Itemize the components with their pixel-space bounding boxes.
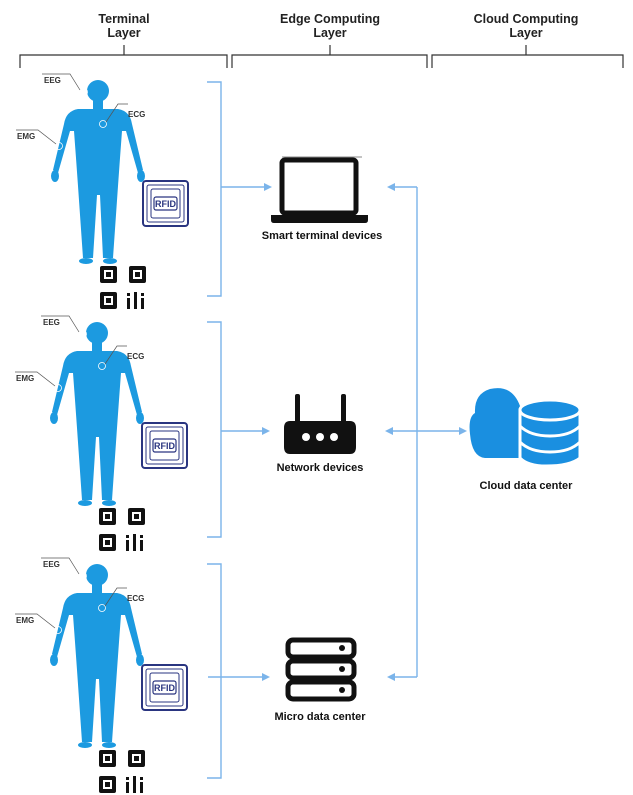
ecg-label: ECG (127, 352, 144, 361)
terminal-group-2: EEG ECG EMG RFID (14, 315, 188, 551)
server-stack-icon (285, 637, 357, 702)
eeg-label: EEG (43, 560, 60, 569)
emg-label: EMG (16, 616, 34, 625)
edge-layer-title-line1: Edge Computing (280, 12, 380, 26)
network-devices-label: Network devices (277, 462, 364, 474)
router-icon (284, 394, 356, 454)
cloud-layer-title-line2: Layer (509, 26, 542, 40)
cloud-data-center: Cloud data center (469, 388, 582, 492)
qr-code-icon (100, 266, 146, 309)
qr-code-icon (99, 750, 145, 793)
eeg-label: EEG (43, 318, 60, 327)
terminal-bracket-1 (207, 81, 222, 297)
cloud-layer-header: Cloud Computing Layer (431, 12, 624, 68)
human-body-icon (15, 73, 146, 265)
smart-terminal-devices-label: Smart terminal devices (262, 230, 382, 242)
terminal-bracket-2 (207, 321, 222, 538)
edge-cloud-connectors (385, 183, 467, 681)
emg-label: EMG (16, 374, 34, 383)
terminal-layer-title-line1: Terminal (98, 12, 149, 26)
terminal-layer-bracket (19, 54, 228, 68)
cloud-layer-title-line1: Cloud Computing (474, 12, 579, 26)
human-body-icon (14, 557, 145, 749)
rfid-label: RFID (154, 441, 175, 451)
edge-layer-title-line2: Layer (313, 26, 346, 40)
human-body-icon (14, 315, 145, 507)
terminal-layer-title-line2: Layer (107, 26, 140, 40)
cloud-database-icon (469, 388, 582, 468)
emg-label: EMG (17, 132, 35, 141)
cloud-layer-bracket (431, 54, 624, 68)
qr-code-icon (99, 508, 145, 551)
ecg-label: ECG (128, 110, 145, 119)
eeg-label: EEG (44, 76, 61, 85)
ecg-label: ECG (127, 594, 144, 603)
terminal-connectors (207, 81, 272, 779)
rfid-label: RFID (155, 199, 176, 209)
terminal-bracket-3 (207, 563, 222, 779)
rfid-label: RFID (154, 683, 175, 693)
network-device: Network devices (277, 394, 364, 474)
smart-terminal-device: Smart terminal devices (262, 156, 382, 242)
terminal-group-1: EEG ECG EMG RFID (15, 73, 189, 309)
micro-data-center-label: Micro data center (274, 711, 366, 723)
edge-layer-bracket (231, 54, 428, 68)
laptop-icon (271, 156, 368, 223)
cloud-data-center-label: Cloud data center (480, 480, 574, 492)
micro-data-center-device: Micro data center (274, 637, 366, 723)
edge-layer-header: Edge Computing Layer (231, 12, 428, 68)
terminal-group-3: EEG ECG EMG RFID (14, 557, 188, 793)
terminal-layer-header: Terminal Layer (19, 12, 228, 68)
